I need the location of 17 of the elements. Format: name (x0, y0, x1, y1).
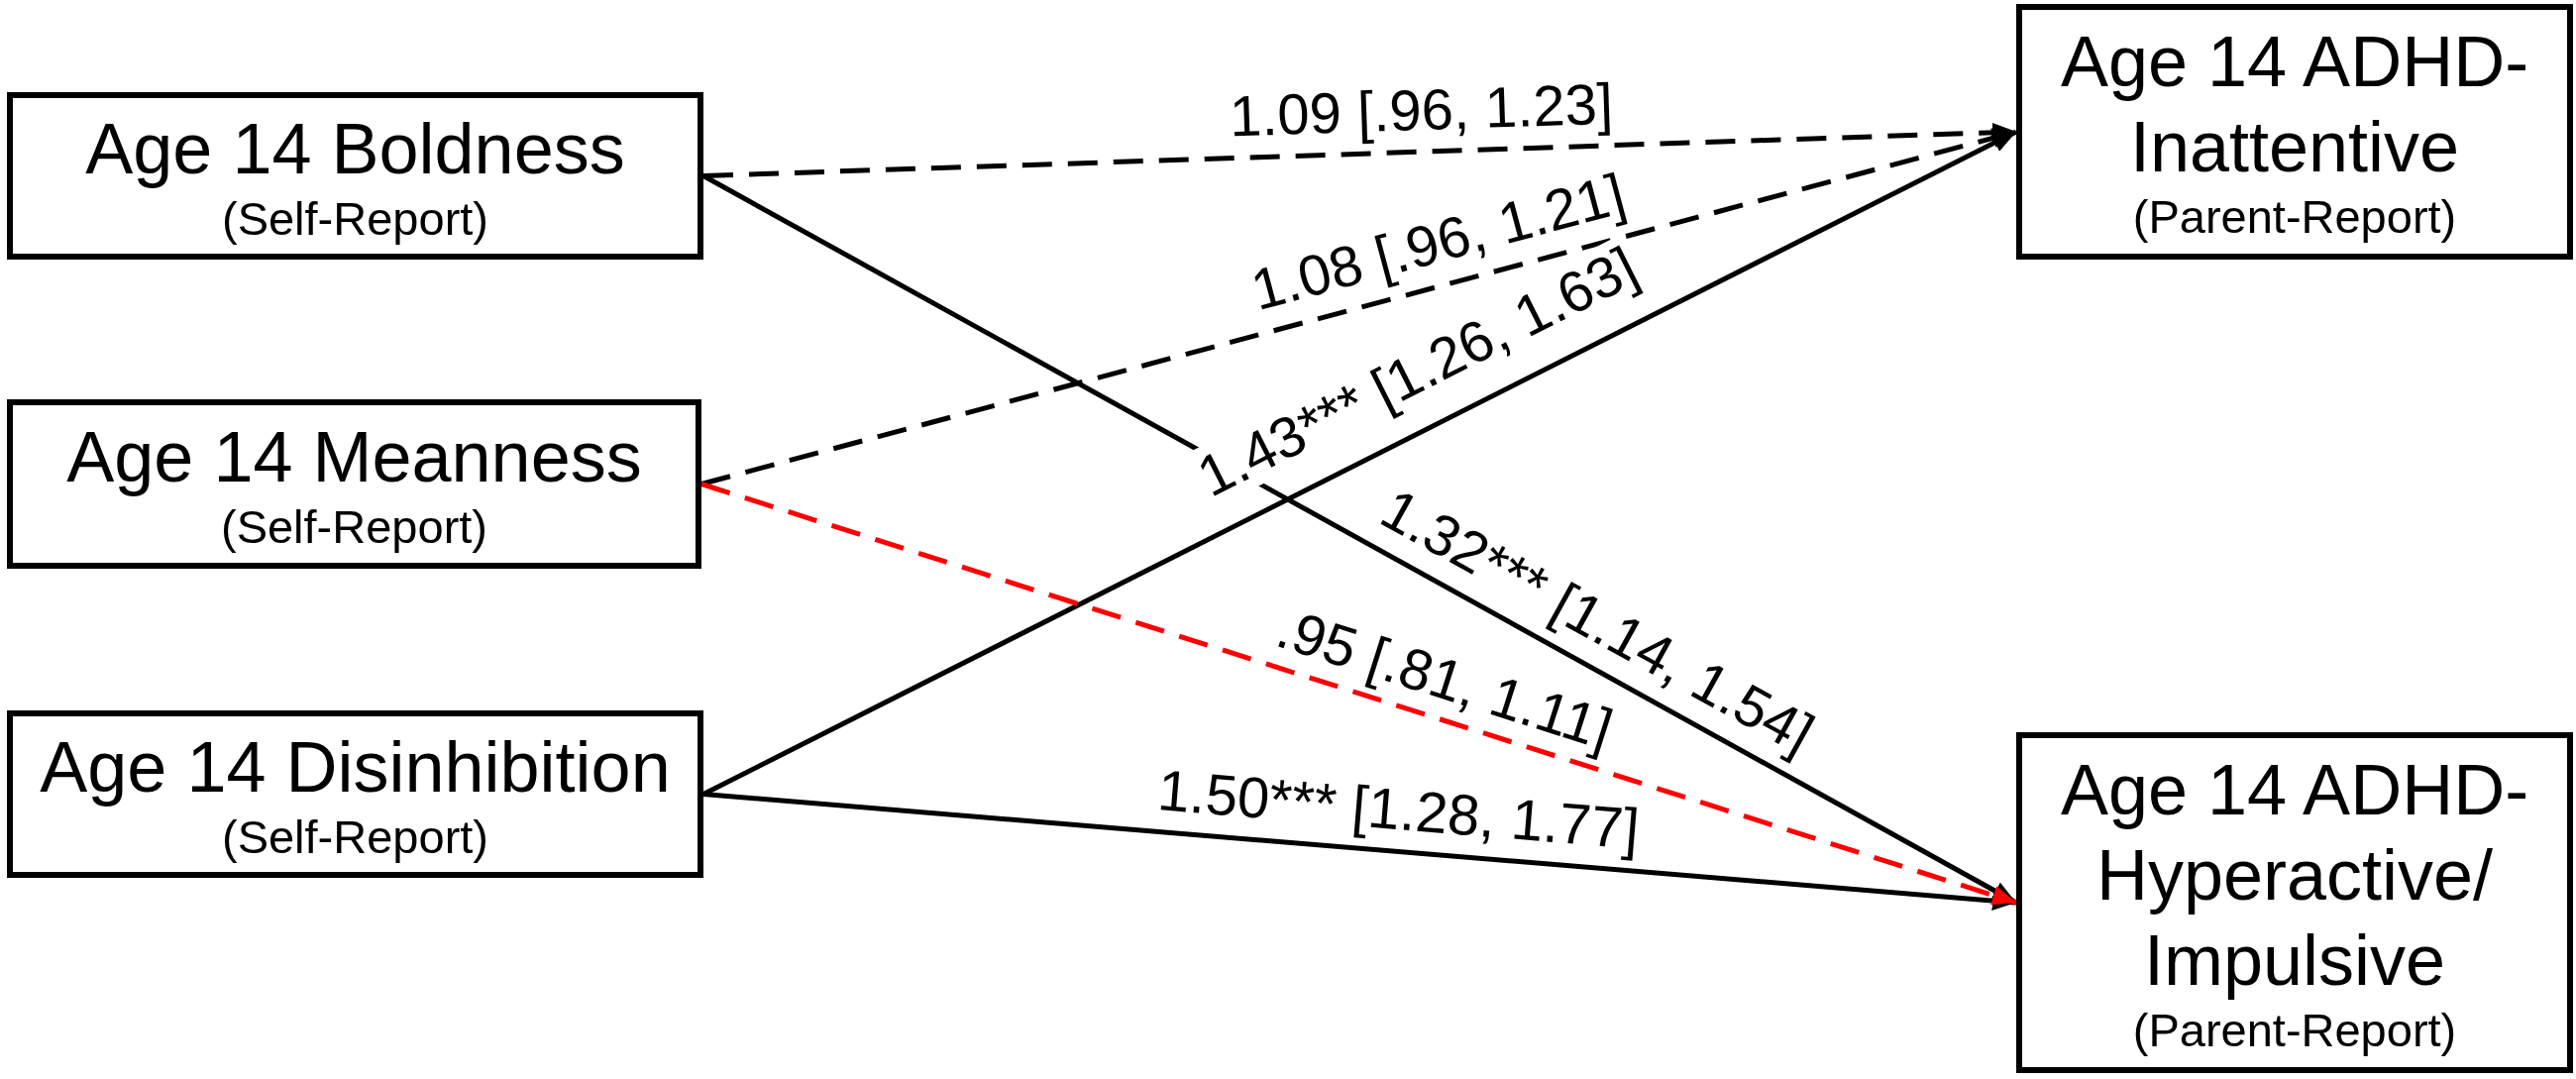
variable-name: Age 14 Meanness (66, 415, 642, 498)
variable-name: Age 14 Boldness (85, 107, 625, 190)
variable-box (7, 710, 703, 878)
variable-box (7, 92, 703, 260)
informant-label: (Parent-Report) (2132, 1003, 2457, 1058)
arrow (702, 792, 2017, 911)
informant-label: (Self-Report) (221, 498, 487, 555)
informant-label: (Self-Report) (222, 809, 488, 865)
variable-name: Age 14 ADHD- Hyperactive/ Impulsive (2059, 749, 2530, 1002)
variable-box (7, 399, 701, 569)
informant-label: (Self-Report) (222, 190, 488, 247)
variable-box (2016, 732, 2573, 1073)
dashed-arrow (700, 482, 2017, 906)
informant-label: (Parent-Report) (2132, 189, 2457, 245)
variable-name: Age 14 ADHD- Inattentive (2059, 21, 2530, 188)
variable-box (2016, 4, 2573, 260)
variable-name: Age 14 Disinhibition (40, 725, 671, 809)
